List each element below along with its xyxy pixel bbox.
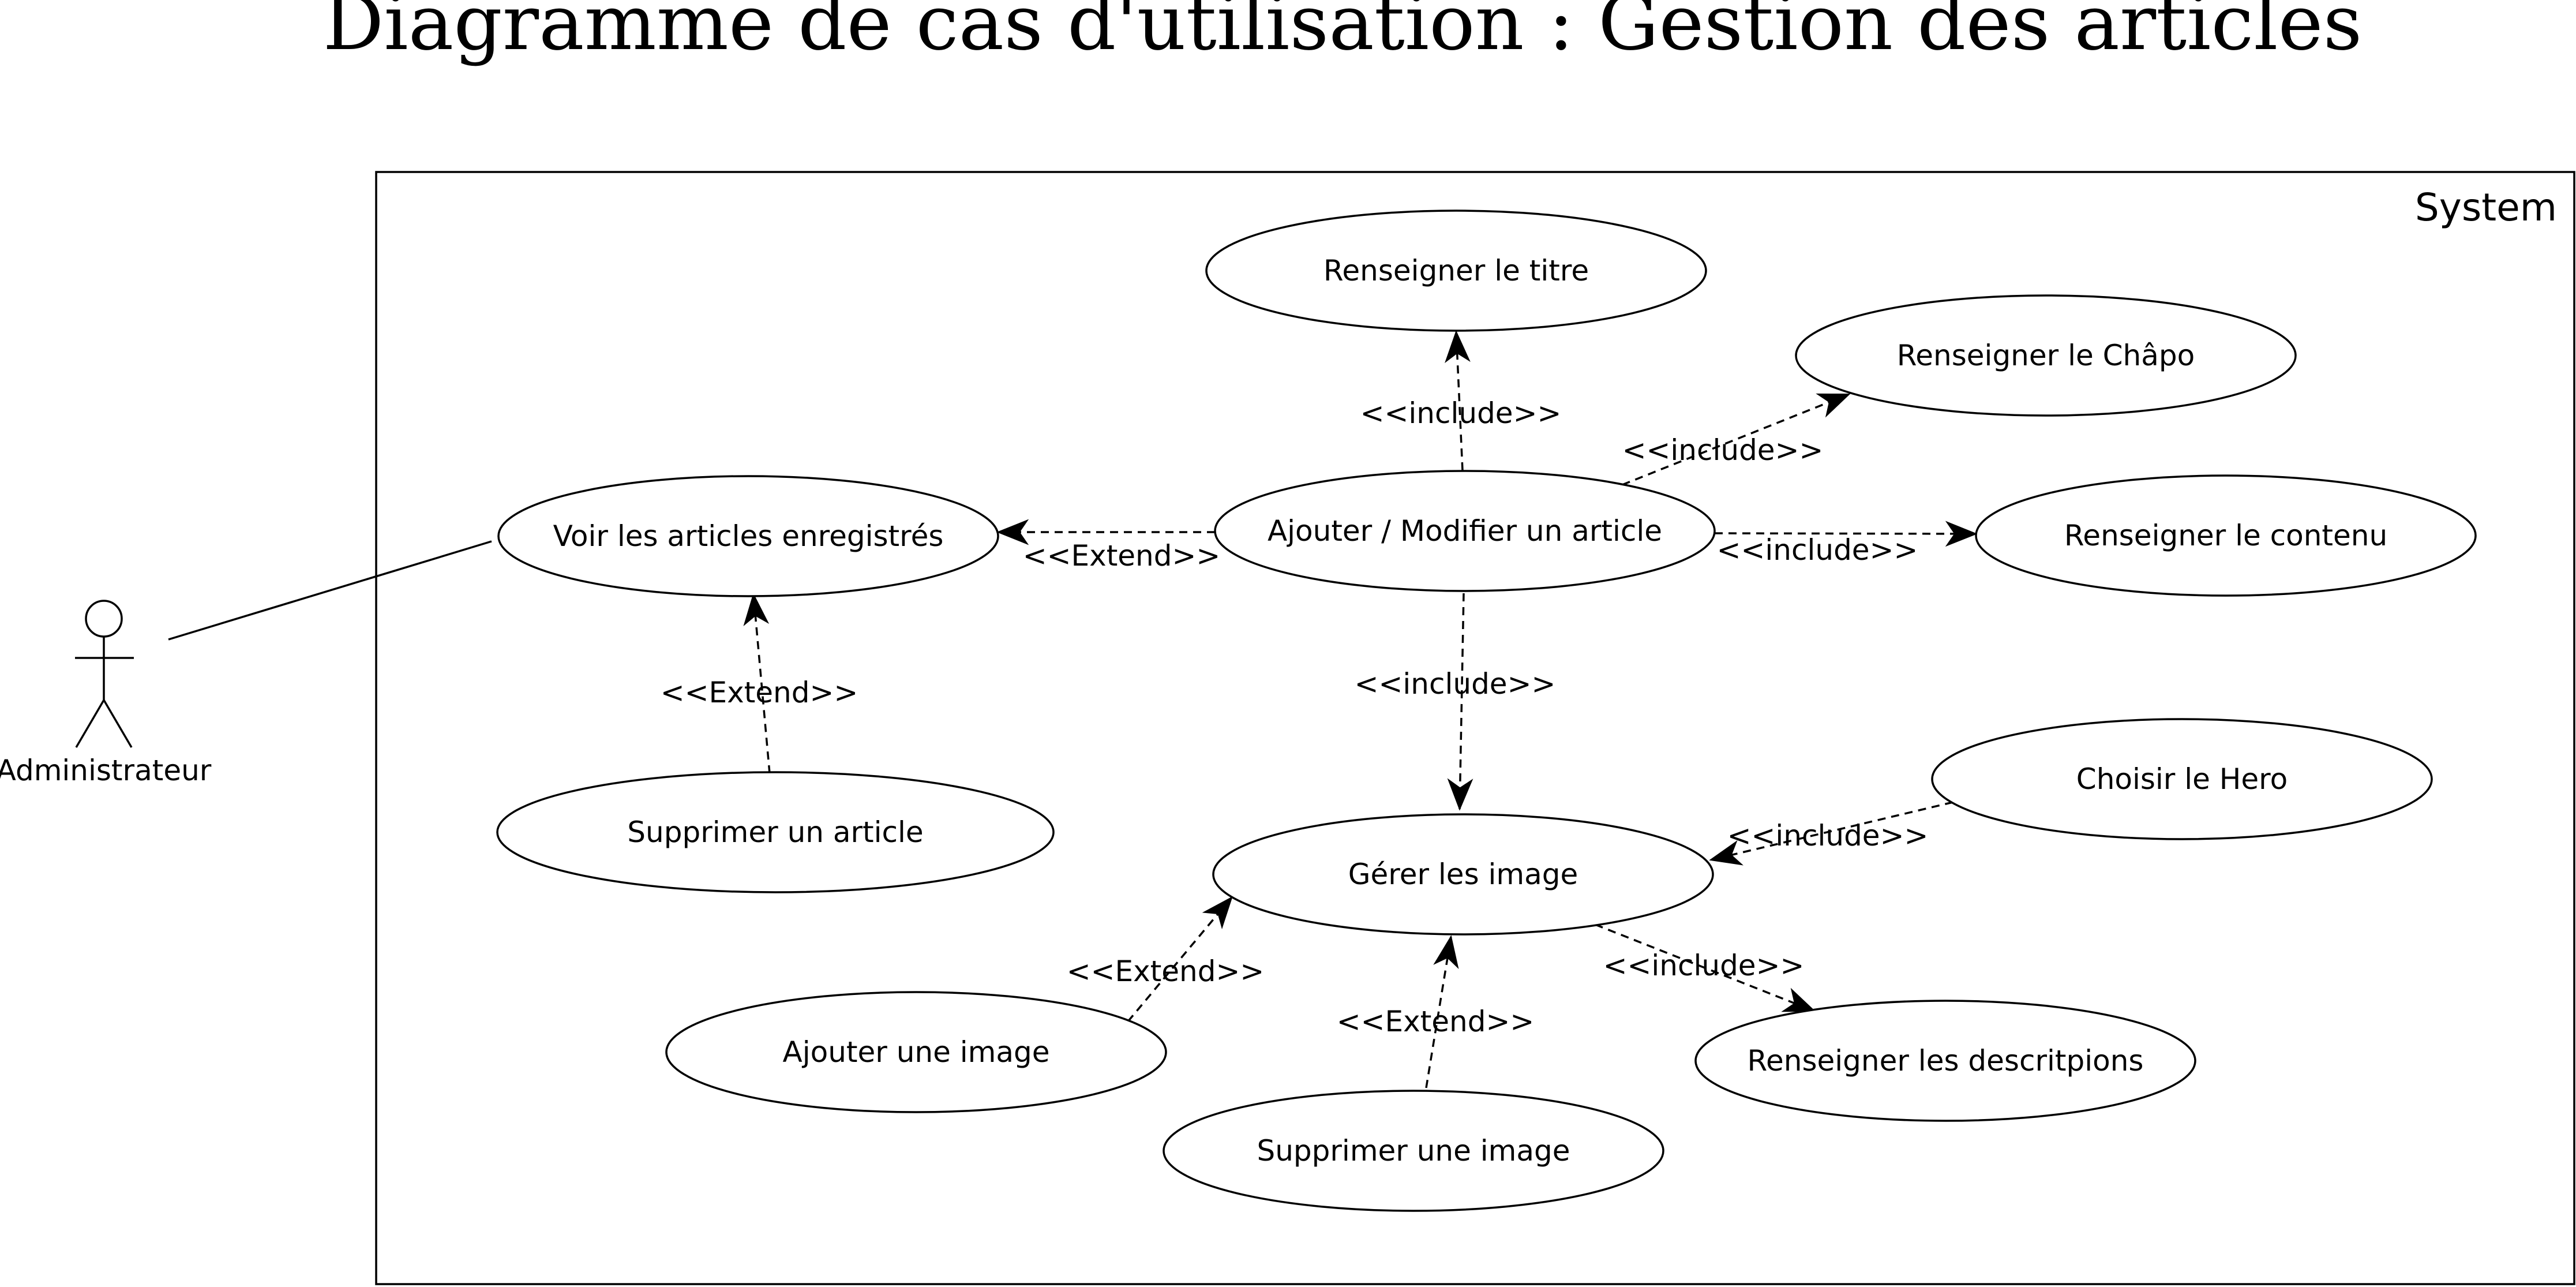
system-label: System <box>2415 185 2557 230</box>
use-case-contenu: Renseigner le contenu <box>1975 474 2477 597</box>
stereotype-extend-label: <<Extend>> <box>1337 1005 1535 1038</box>
actor-right-leg <box>103 699 133 748</box>
use-case-ajouter-image: Ajouter une image <box>665 991 1167 1113</box>
use-case-label: Supprimer un article <box>627 815 923 849</box>
include-arrow-titre <box>1445 330 1471 471</box>
use-case-titre: Renseigner le titre <box>1205 209 1707 332</box>
include-arrow-contenu <box>1714 521 1978 547</box>
use-case-voir: Voir les articles enregistrés <box>497 475 999 597</box>
use-case-label: Renseigner le contenu <box>2064 519 2387 552</box>
use-case-label: Ajouter une image <box>783 1035 1050 1069</box>
use-case-label: Gérer les image <box>1348 858 1578 891</box>
system-boundary <box>375 171 2575 1285</box>
use-case-gerer-image: Gérer les image <box>1212 813 1714 936</box>
association-line <box>168 540 492 641</box>
extend-arrow-supprimer-image <box>1425 935 1459 1088</box>
include-arrow-gerer-image <box>1447 593 1473 811</box>
use-case-supprimer-image: Supprimer une image <box>1163 1090 1664 1212</box>
use-case-label: Renseigner le titre <box>1323 254 1589 287</box>
use-case-label: Choisir le Hero <box>2076 762 2288 796</box>
use-case-label: Renseigner les descritpions <box>1748 1044 2144 1078</box>
stereotype-include-label: <<include>> <box>1355 667 1556 701</box>
stereotype-include-label: <<include>> <box>1622 433 1824 467</box>
use-case-label: Supprimer une image <box>1257 1134 1570 1168</box>
use-case-label: Ajouter / Modifier un article <box>1268 514 1662 548</box>
use-case-ajouter-modifier: Ajouter / Modifier un article <box>1214 470 1716 592</box>
stereotype-include-label: <<include>> <box>1717 533 1918 567</box>
actor-head <box>85 600 123 638</box>
use-case-supprimer-article: Supprimer un article <box>496 771 1055 893</box>
actor-administrateur: Administrateur <box>0 600 212 787</box>
stereotype-include-label: <<include>> <box>1603 949 1805 982</box>
extend-arrow-supprimer-voir <box>743 593 771 774</box>
stereotype-extend-label: <<Extend>> <box>1067 955 1265 988</box>
use-case-label: Voir les articles enregistrés <box>553 519 944 553</box>
diagram-title: Diagramme de cas d'utilisation : Gestion… <box>323 0 2363 68</box>
stereotype-extend-label: <<Extend>> <box>661 676 858 709</box>
use-case-descriptions: Renseigner les descritpions <box>1694 1000 2196 1122</box>
stereotype-extend-label: <<Extend>> <box>1023 539 1221 573</box>
actor-left-leg <box>75 699 105 748</box>
stereotype-include-label: <<include>> <box>1727 819 1929 852</box>
use-case-label: Renseigner le Châpo <box>1897 339 2195 372</box>
actor-name: Administrateur <box>0 754 212 787</box>
include-arrow-descriptions <box>1595 923 1816 1012</box>
use-case-hero: Choisir le Hero <box>1931 718 2433 840</box>
use-case-chapo: Renseigner le Châpo <box>1795 294 2297 417</box>
stereotype-include-label: <<include>> <box>1360 396 1562 430</box>
